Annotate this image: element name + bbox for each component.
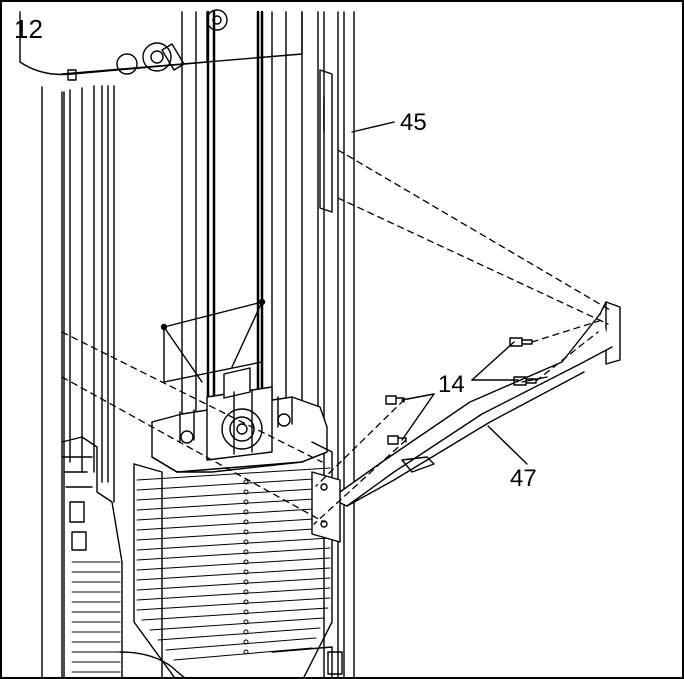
weight-stack xyxy=(119,441,343,677)
callout-47: 47 xyxy=(510,465,537,492)
upright-45 xyxy=(319,11,355,677)
left-weight-stack xyxy=(61,436,123,677)
brace-47 xyxy=(311,301,621,543)
selector-cage xyxy=(160,298,266,383)
callout-14: 14 xyxy=(438,371,465,398)
left-column xyxy=(41,85,115,677)
step-number: 12 xyxy=(14,14,43,44)
leader-lines xyxy=(351,121,528,465)
top-plate xyxy=(151,367,328,473)
callout-45: 45 xyxy=(400,109,427,136)
cables xyxy=(206,10,264,414)
alignment-lines xyxy=(61,149,611,525)
guide-rods xyxy=(181,11,319,433)
